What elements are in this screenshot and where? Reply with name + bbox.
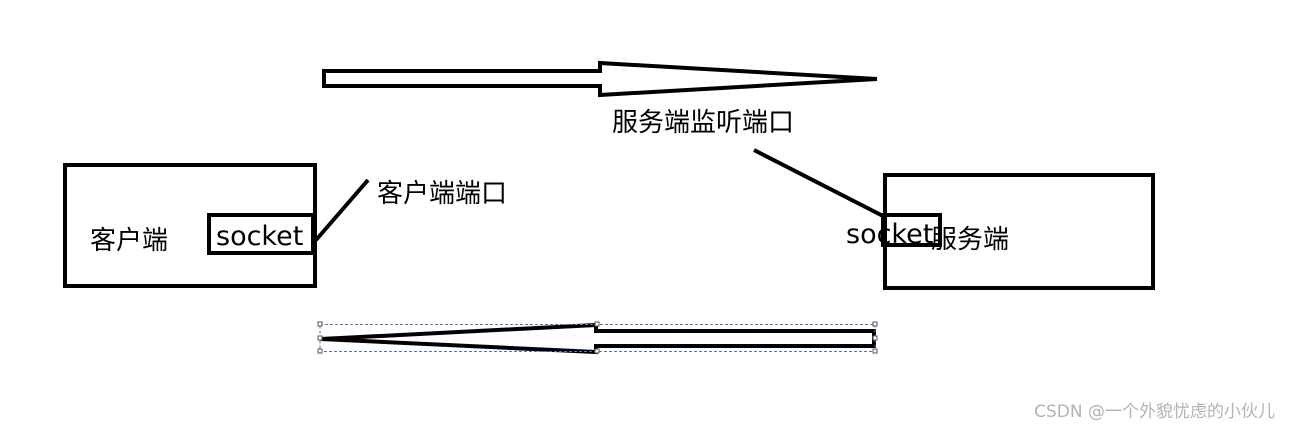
selection-handle[interactable] <box>317 335 323 341</box>
server-label: 服务端 <box>931 225 1009 255</box>
selection-handle[interactable] <box>872 321 878 327</box>
client-socket-label: socket <box>216 221 303 252</box>
selection-handle[interactable] <box>317 348 323 354</box>
client-label: 客户端 <box>90 226 168 256</box>
response-arrow-left[interactable] <box>317 321 878 355</box>
client-port-label: 客户端端口 <box>377 179 507 209</box>
server-socket-label: socket <box>846 219 933 250</box>
selection-handle[interactable] <box>317 321 323 327</box>
server-socket-box <box>881 213 942 247</box>
request-arrow-right <box>322 60 878 98</box>
listen-port-connector <box>753 148 886 219</box>
selection-handle[interactable] <box>872 335 878 341</box>
client-socket-box <box>207 213 315 255</box>
client-port-connector <box>314 178 370 242</box>
selection-handle[interactable] <box>594 321 600 327</box>
csdn-watermark: CSDN @一个外貌忧虑的小伙儿 <box>1034 402 1275 422</box>
selection-handle[interactable] <box>594 348 600 354</box>
selection-handle[interactable] <box>872 348 878 354</box>
server-listen-port-label: 服务端监听端口 <box>612 108 794 138</box>
